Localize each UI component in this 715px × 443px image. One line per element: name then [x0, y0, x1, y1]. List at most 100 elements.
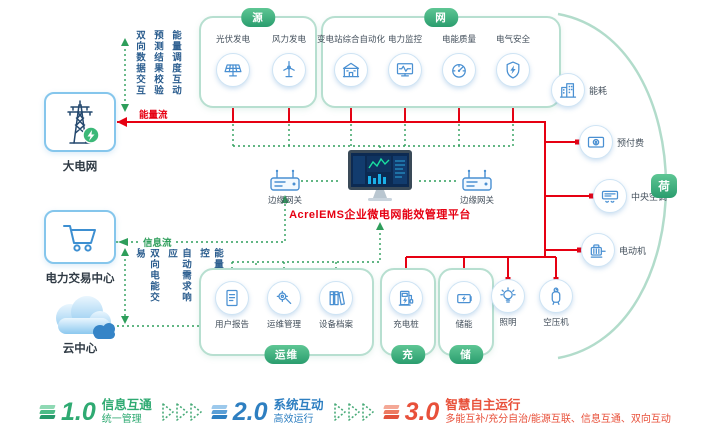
energy-consumption-label: 能耗 — [589, 86, 608, 96]
prepaid-card-icon — [587, 136, 605, 148]
cloud-center-label: 云中心 — [62, 343, 98, 355]
electrical-safety-node — [496, 53, 530, 87]
energy-flow-label: 能量流 — [136, 107, 171, 121]
roadmap-item-3: 3.0 智慧自主运行 多能互补/充分自治/能源互联、信息互通、双向互动 — [382, 397, 671, 426]
air-conditioner-icon — [601, 190, 619, 203]
roadmap-version: 3.0 — [404, 397, 440, 426]
energy-storage-node — [447, 281, 481, 315]
gateway-left-label: 边缘网关 — [267, 195, 303, 205]
note-demand-response: 自动需求响应 — [166, 248, 191, 303]
roadmap-line1: 智慧自主运行 — [445, 397, 521, 412]
battery-bolt-icon — [457, 294, 472, 304]
motor-label: 电动机 — [619, 246, 647, 256]
power-monitor-icon — [396, 63, 414, 77]
roadmap-line1: 信息互通 — [101, 397, 152, 412]
charging-pile-label: 充电桩 — [393, 319, 419, 329]
monitor-icon — [348, 150, 412, 201]
cloud-icon — [56, 296, 115, 339]
roadmap-line2: 高效运行 — [273, 414, 314, 426]
gateway-icon — [462, 169, 492, 191]
substation-icon — [342, 62, 360, 78]
roadmap-item-1: 1.0 信息互通 统一管理 — [39, 397, 152, 426]
gateway-right — [460, 168, 494, 199]
roadmap-bar: 1.0 信息互通 统一管理 2.0 系统互动 高效运行 — [0, 384, 715, 440]
note-energy-trading: 双向电能交易 — [134, 248, 159, 303]
gear-wrench-icon — [276, 290, 292, 305]
gateway-left — [268, 168, 302, 199]
ev-charger-icon — [398, 290, 414, 306]
equipment-archive-node — [319, 281, 353, 315]
power-monitor-label: 电力监控 — [387, 34, 423, 44]
equipment-archive-label: 设备档案 — [318, 319, 354, 329]
wind-label: 风力发电 — [271, 34, 307, 44]
cloud-center-node — [42, 292, 118, 347]
roadmap-version: 2.0 — [232, 397, 268, 426]
group-charge-header: 充 — [391, 345, 425, 364]
motor-node — [581, 233, 615, 267]
central-ac-node — [593, 179, 627, 213]
gateway-icon — [270, 169, 300, 191]
wind-turbine-icon — [283, 61, 295, 78]
power-monitor-node — [388, 53, 422, 87]
info-flow-label: 信息流 — [140, 235, 175, 249]
ops-mgmt-label: 运维管理 — [266, 319, 302, 329]
lighting-node — [491, 279, 525, 313]
note-dispatch-interaction: 能量调度互动 — [170, 30, 181, 96]
trading-center-node — [44, 210, 116, 264]
layers-icon — [39, 404, 56, 421]
group-source-header: 源 — [241, 8, 275, 27]
group-ops-header: 运维 — [264, 345, 309, 364]
air-compressor-label: 空压机 — [543, 317, 569, 327]
wind-node — [272, 53, 306, 87]
chevrons-icon — [161, 403, 202, 421]
air-compressor-node — [539, 279, 573, 313]
power-quality-node — [442, 53, 476, 87]
top-interaction-notes: 双向数据交互 预测结果校验 能量调度互动 — [132, 30, 182, 104]
note-forecast-check: 预测结果校验 — [152, 30, 163, 96]
light-bulb-icon — [500, 287, 516, 303]
group-storage-header: 储 — [449, 345, 483, 364]
platform-screen — [342, 148, 418, 209]
user-report-label: 用户报告 — [214, 319, 250, 329]
gauge-icon — [452, 63, 466, 78]
lighting-label: 照明 — [499, 317, 517, 327]
user-report-node — [215, 281, 249, 315]
electric-motor-icon — [590, 244, 606, 258]
electrical-safety-label: 电气安全 — [495, 34, 531, 44]
energy-consumption-node — [551, 73, 585, 107]
layers-icon — [211, 404, 228, 421]
compressor-tank-icon — [551, 287, 561, 305]
layers-icon — [382, 404, 400, 421]
info-flow-arrows — [118, 38, 384, 324]
prepaid-node — [579, 125, 613, 159]
buildings-icon — [559, 83, 577, 98]
roadmap-version: 1.0 — [61, 397, 96, 426]
power-quality-label: 电能质量 — [441, 34, 477, 44]
prepaid-label: 预付费 — [617, 138, 645, 148]
trading-center-label: 电力交易中心 — [45, 273, 115, 285]
energy-storage-label: 储能 — [455, 319, 473, 329]
group-grid-header: 网 — [424, 8, 458, 27]
transmission-tower-icon — [67, 100, 100, 144]
substation-label: 变电站综合自动化 — [316, 34, 386, 44]
chevrons-icon — [333, 403, 374, 421]
roadmap-line2: 统一管理 — [101, 414, 142, 426]
solar-panel-icon — [224, 64, 242, 77]
central-ac-label: 中央空调 — [631, 192, 668, 202]
big-grid-node — [44, 92, 116, 152]
pv-node — [216, 53, 250, 87]
platform-title: AcrelEMS企业微电网能效管理平台 — [289, 209, 471, 221]
big-grid-label: 大电网 — [62, 161, 98, 173]
substation-node — [334, 53, 368, 87]
note-data-exchange: 双向数据交互 — [134, 30, 145, 96]
shopping-cart-icon — [63, 225, 96, 252]
load-pill: 荷 — [651, 174, 677, 198]
books-icon — [329, 291, 345, 306]
roadmap-line2: 多能互补/充分自治/能源互联、信息互通、双向互动 — [445, 414, 671, 426]
charging-pile-node — [389, 281, 423, 315]
shield-bolt-icon — [506, 61, 520, 79]
report-document-icon — [226, 289, 238, 307]
roadmap-line1: 系统互动 — [273, 397, 324, 412]
ops-mgmt-node — [267, 281, 301, 315]
